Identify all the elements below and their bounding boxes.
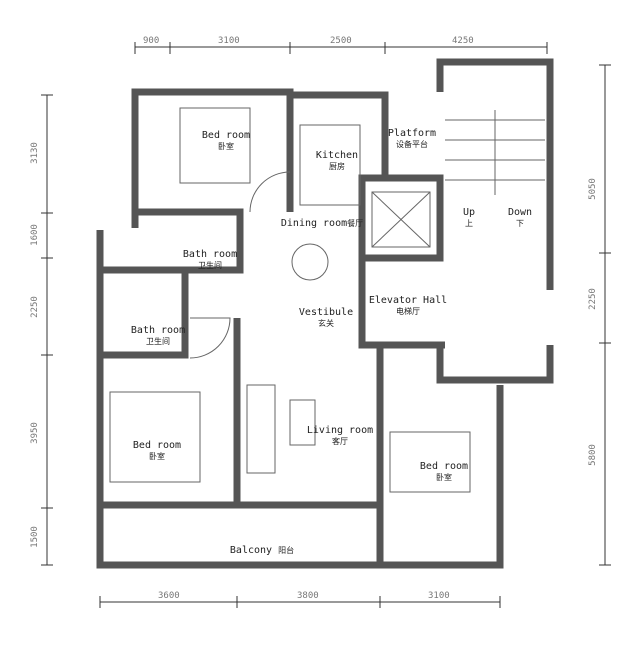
- room-name-cn: 卫生间: [146, 337, 170, 346]
- room-name-cn: 卧室: [217, 142, 234, 151]
- dim-bottom-1: 3600: [158, 591, 180, 601]
- room-name-cn: 厨房: [329, 162, 345, 171]
- dim-left-5: 1500: [29, 526, 40, 548]
- room-name: Bath room: [130, 325, 186, 336]
- room-name-cn: 卫生间: [198, 261, 222, 270]
- room-balcony: Balcony 阳台: [230, 545, 294, 556]
- room-name: Platform: [387, 128, 437, 139]
- room-name: Kitchen: [315, 150, 359, 161]
- room-name: Bed room: [132, 440, 182, 451]
- dim-top-2: 3100: [218, 36, 240, 46]
- room-name: Bed room: [201, 130, 251, 141]
- dim-right-1: 5050: [587, 178, 598, 200]
- dimension-lines: [41, 42, 611, 608]
- room-name-cn: 玄关: [318, 319, 334, 328]
- dim-top-1: 900: [143, 36, 160, 46]
- dim-top-3: 2500: [330, 36, 352, 46]
- room-name-cn: 卧室: [148, 452, 165, 461]
- dim-bottom-3: 3100: [428, 591, 450, 601]
- room-name: Up: [462, 207, 476, 218]
- dim-right-2: 2250: [587, 288, 598, 310]
- dim-bottom-2: 3800: [297, 591, 319, 601]
- room-name-cn: 餐厅: [347, 219, 364, 228]
- room-name: Down: [507, 207, 533, 218]
- room-name: Living room: [306, 425, 374, 436]
- furniture: [109, 107, 545, 493]
- dim-left-1: 3130: [29, 142, 40, 164]
- dim-top-4: 4250: [452, 36, 474, 46]
- room-name: Balcony: [229, 545, 273, 556]
- room-name: Bath room: [182, 249, 238, 260]
- room-name-cn: 电梯厅: [396, 307, 420, 316]
- room-name-cn: 下: [516, 219, 524, 228]
- room-name-cn: 设备平台: [395, 140, 428, 149]
- room-name: Vestibule: [298, 307, 354, 318]
- room-name: Bed room: [419, 461, 469, 472]
- room-name-cn: 卧室: [435, 473, 452, 482]
- room-name: Dining room: [280, 218, 348, 229]
- dim-left-3: 2250: [29, 296, 40, 318]
- room-name-cn: 阳台: [278, 546, 295, 555]
- dim-left-4: 3950: [29, 422, 40, 444]
- walls: [96, 58, 554, 569]
- room-name-cn: 客厅: [331, 437, 348, 446]
- room-name-cn: 上: [464, 219, 473, 228]
- dim-left-2: 1600: [29, 224, 40, 246]
- room-dining: Dining room餐厅: [281, 218, 363, 229]
- dim-right-3: 5800: [587, 444, 598, 466]
- room-name: Elevator Hall: [368, 295, 448, 306]
